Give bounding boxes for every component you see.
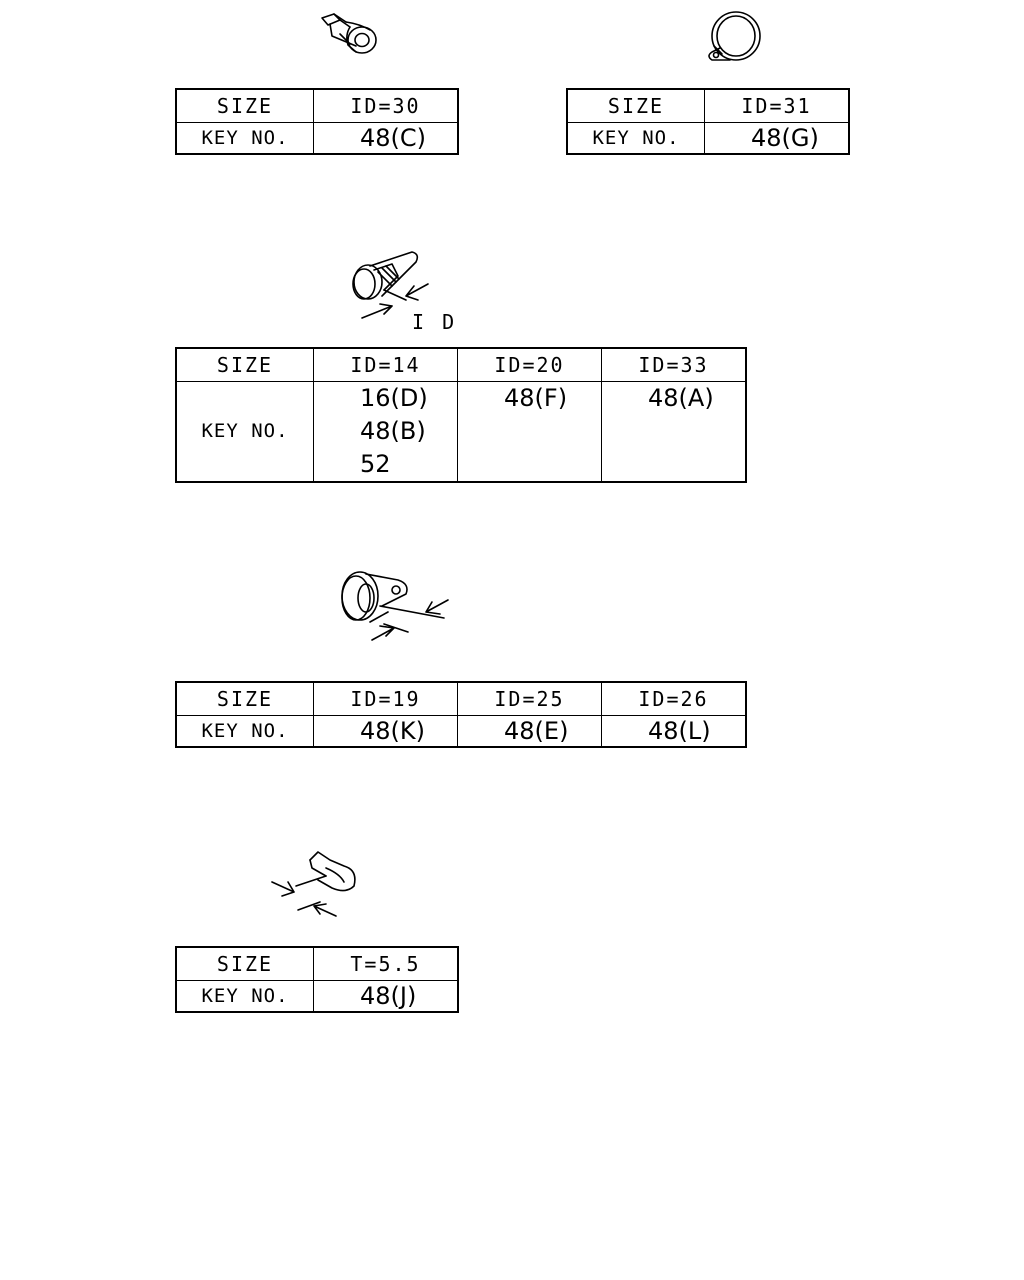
size-value: ID=26 — [601, 681, 747, 716]
size-header: SIZE — [566, 88, 705, 123]
size-value: T=5.5 — [313, 946, 459, 981]
size-value: ID=20 — [457, 347, 602, 382]
key-header: KEY NO. — [175, 380, 314, 482]
size-header: SIZE — [175, 946, 314, 981]
key-value: 16(D) — [360, 383, 428, 412]
size-value: ID=31 — [704, 88, 850, 123]
key-value: 48(C) — [313, 121, 459, 155]
size-header: SIZE — [175, 88, 314, 123]
spec-table-3: SIZE ID=14 ID=20 ID=33 KEY NO. 16(D) 48(… — [175, 347, 747, 483]
key-value-cell: 48(A) — [601, 380, 747, 482]
key-value-cell: 48(F) — [457, 380, 602, 482]
key-header: KEY NO. — [175, 714, 314, 748]
cable-clamp-icon — [341, 571, 449, 641]
id-dimension-label: I D — [412, 310, 458, 334]
key-value: 48(F) — [504, 383, 568, 412]
key-value: 48(A) — [648, 383, 714, 412]
clamp-id31-icon — [708, 11, 761, 61]
key-value: 48(E) — [457, 714, 602, 748]
flat-clip-icon — [271, 851, 356, 917]
key-value: 48(J) — [313, 979, 459, 1013]
key-value: 52 — [360, 449, 391, 478]
size-value: ID=33 — [601, 347, 747, 382]
key-header: KEY NO. — [175, 979, 314, 1013]
key-header: KEY NO. — [175, 121, 314, 155]
spec-table-1: SIZE ID=30 KEY NO. 48(C) — [175, 88, 459, 155]
spec-table-2: SIZE ID=31 KEY NO. 48(G) — [566, 88, 850, 155]
key-value: 48(G) — [704, 121, 850, 155]
key-value-cell: 16(D) 48(B) 52 — [313, 380, 458, 482]
key-value: 48(K) — [313, 714, 458, 748]
size-value: ID=25 — [457, 681, 602, 716]
spec-table-5: SIZE T=5.5 KEY NO. 48(J) — [175, 946, 459, 1013]
size-value: ID=14 — [313, 347, 458, 382]
spec-table-4: SIZE ID=19 ID=25 ID=26 KEY NO. 48(K) 48(… — [175, 681, 747, 748]
size-value: ID=19 — [313, 681, 458, 716]
size-header: SIZE — [175, 681, 314, 716]
size-value: ID=30 — [313, 88, 459, 123]
key-header: KEY NO. — [566, 121, 705, 155]
clip-id30-icon — [321, 13, 377, 54]
key-value: 48(L) — [601, 714, 747, 748]
size-header: SIZE — [175, 347, 314, 382]
key-value: 48(B) — [360, 416, 426, 445]
band-clamp-icon — [352, 251, 429, 319]
